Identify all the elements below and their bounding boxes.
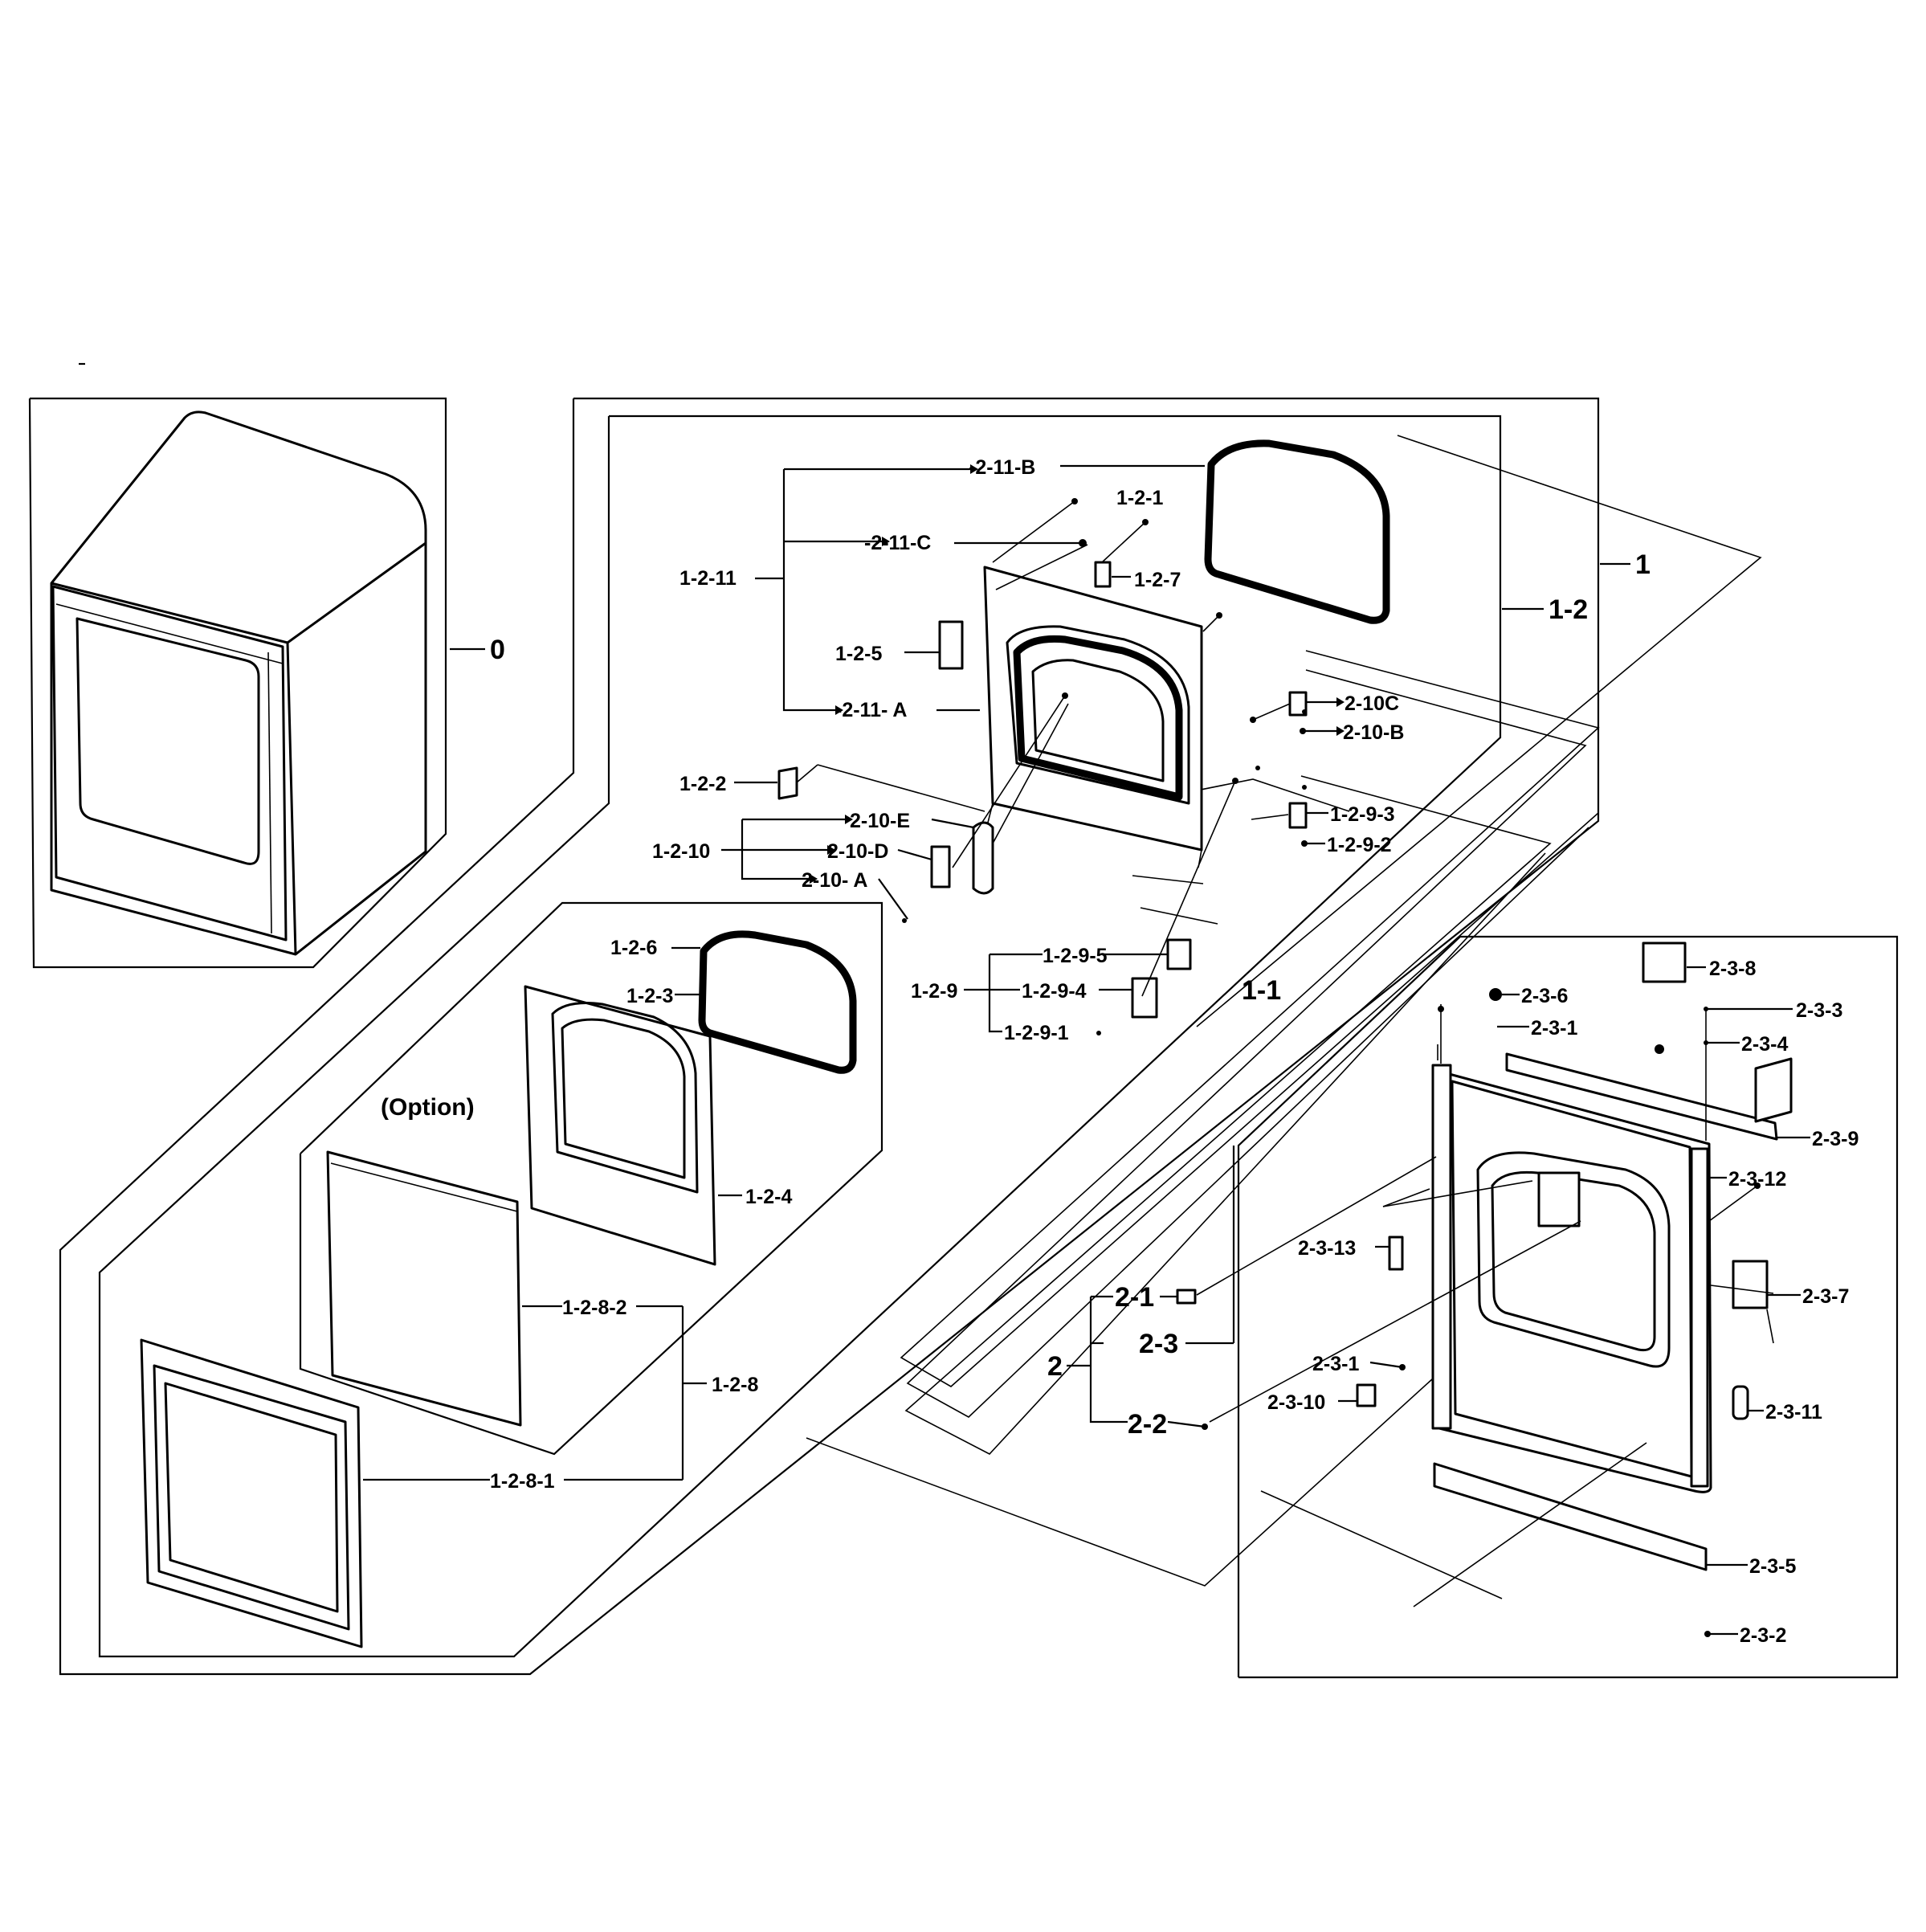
part-2-3-10-block <box>1356 1383 1377 1407</box>
label-2-3: 2-3 <box>1139 1329 1178 1359</box>
part-1-2-4-frame <box>524 985 716 1266</box>
label-1-2-3: 1-2-3 <box>626 985 673 1007</box>
part-2-3-door-panel <box>1431 1064 1712 1493</box>
label-1-2-9-4: 1-2-9-4 <box>1022 980 1087 1003</box>
label-2-1: 2-1 <box>1115 1282 1154 1313</box>
part-2-3-8-hinge <box>1642 941 1687 983</box>
label-1-2: 1-2 <box>1549 594 1588 625</box>
label-2-3-2: 2-3-2 <box>1740 1624 1786 1647</box>
part-2-10-d-clip <box>930 845 951 888</box>
bracket-1-2-9 <box>964 953 1168 1033</box>
label-2-3-5: 2-3-5 <box>1749 1555 1796 1578</box>
label-2-10-a: 2-10- A <box>802 869 867 892</box>
label-1-2-9-1: 1-2-9-1 <box>1004 1022 1069 1044</box>
part-1-2-8-1-panel <box>140 1338 363 1648</box>
label-2-3-3: 2-3-3 <box>1796 999 1842 1022</box>
label-1-2-9: 1-2-9 <box>911 980 957 1003</box>
label-option: (Option) <box>381 1094 475 1121</box>
label-2-11-c: -2-11-C <box>864 532 931 554</box>
label-1-2-7: 1-2-7 <box>1134 569 1181 591</box>
part-1-2-8-2-panel <box>326 1150 522 1427</box>
label-2-3-7: 2-3-7 <box>1802 1285 1849 1308</box>
part-1-2-9-5-bracket <box>1166 938 1192 970</box>
label-2-3-9: 2-3-9 <box>1812 1128 1859 1150</box>
label-1-2-9-5: 1-2-9-5 <box>1043 945 1108 967</box>
label-1-2-8-2: 1-2-8-2 <box>562 1297 627 1319</box>
label-1-2-5: 1-2-5 <box>835 643 882 665</box>
part-2-3-11-cap <box>1732 1385 1749 1420</box>
option-gasket <box>698 930 857 1074</box>
label-1: 1 <box>1635 549 1651 580</box>
label-2-10-e: 2-10-E <box>850 810 910 832</box>
label-1-2-10: 1-2-10 <box>652 840 710 863</box>
label-2-3-8: 2-3-8 <box>1709 958 1756 980</box>
panel-0-complete-door <box>28 397 447 969</box>
inner-door-frame <box>983 566 1203 868</box>
label-0: 0 <box>490 635 505 665</box>
label-1-2-1: 1-2-1 <box>1116 487 1163 509</box>
label-1-2-2: 1-2-2 <box>679 773 726 795</box>
bracket-1-2-8 <box>363 1305 707 1481</box>
label-2-3-6: 2-3-6 <box>1521 985 1568 1007</box>
label-1-2-9-3: 1-2-9-3 <box>1330 803 1395 826</box>
label-1-2-4: 1-2-4 <box>745 1186 792 1208</box>
part-2-10-e-roller <box>972 821 994 895</box>
bracket-2 <box>1067 1146 1235 1428</box>
part-1-2-2-hinge <box>777 766 798 800</box>
label-2-10-c: 2-10C <box>1345 692 1399 715</box>
part-2-3-5-bottom-trim <box>1433 1462 1708 1571</box>
label-2-11-a: -2-11- A <box>835 699 907 721</box>
label-1-2-11: 1-2-11 <box>679 567 737 590</box>
part-2-3-9-top-trim <box>1505 1052 1778 1141</box>
gasket-top <box>1204 439 1390 624</box>
part-1-2-9-4-bracket <box>1131 977 1158 1019</box>
bracket-1-2-10 <box>721 815 974 920</box>
part-2-3-13-clip <box>1388 1236 1404 1271</box>
part-door-handle-grip <box>1537 1171 1581 1227</box>
label-1-2-9-2: 1-2-9-2 <box>1327 834 1392 856</box>
part-2-1-knob <box>1176 1289 1197 1305</box>
label-2-3-13: 2-3-13 <box>1298 1237 1356 1260</box>
panel-2-connectors <box>1196 1004 1774 1607</box>
label-2: 2 <box>1047 1351 1063 1382</box>
label-1-1: 1-1 <box>1242 975 1281 1006</box>
label-2-3-4: 2-3-4 <box>1741 1033 1788 1056</box>
label-1-2-6: 1-2-6 <box>610 937 657 959</box>
label-2-10-d: 2-10-D <box>827 840 888 863</box>
part-2-3-9-hinge <box>1754 1057 1793 1123</box>
label-2-11-b: -2-11-B <box>969 456 1035 479</box>
part-2-3-7-hinge <box>1732 1260 1769 1309</box>
label-2-3-12: 2-3-12 <box>1728 1168 1786 1191</box>
label-2-3-1-bottom: 2-3-1 <box>1312 1353 1359 1375</box>
label-1-2-8-1: 1-2-8-1 <box>490 1470 555 1493</box>
label-2-10-b: 2-10-B <box>1343 721 1404 744</box>
part-connector-lines <box>796 500 1291 997</box>
option-panel-boundary <box>299 901 883 1456</box>
label-2-3-10: 2-3-10 <box>1267 1391 1325 1414</box>
label-2-3-11: 2-3-11 <box>1765 1401 1822 1423</box>
label-1-2-8: 1-2-8 <box>712 1374 758 1396</box>
label-2-3-1-top: 2-3-1 <box>1531 1017 1577 1040</box>
panel-2-boundary <box>1237 935 1899 1679</box>
bracket-1-2-11 <box>755 464 1205 715</box>
part-1-2-5-latch <box>938 620 964 670</box>
label-2-2: 2-2 <box>1128 1409 1167 1440</box>
part-1-2-9-3-clip <box>1288 802 1308 829</box>
part-1-2-7-bracket <box>1094 561 1112 588</box>
